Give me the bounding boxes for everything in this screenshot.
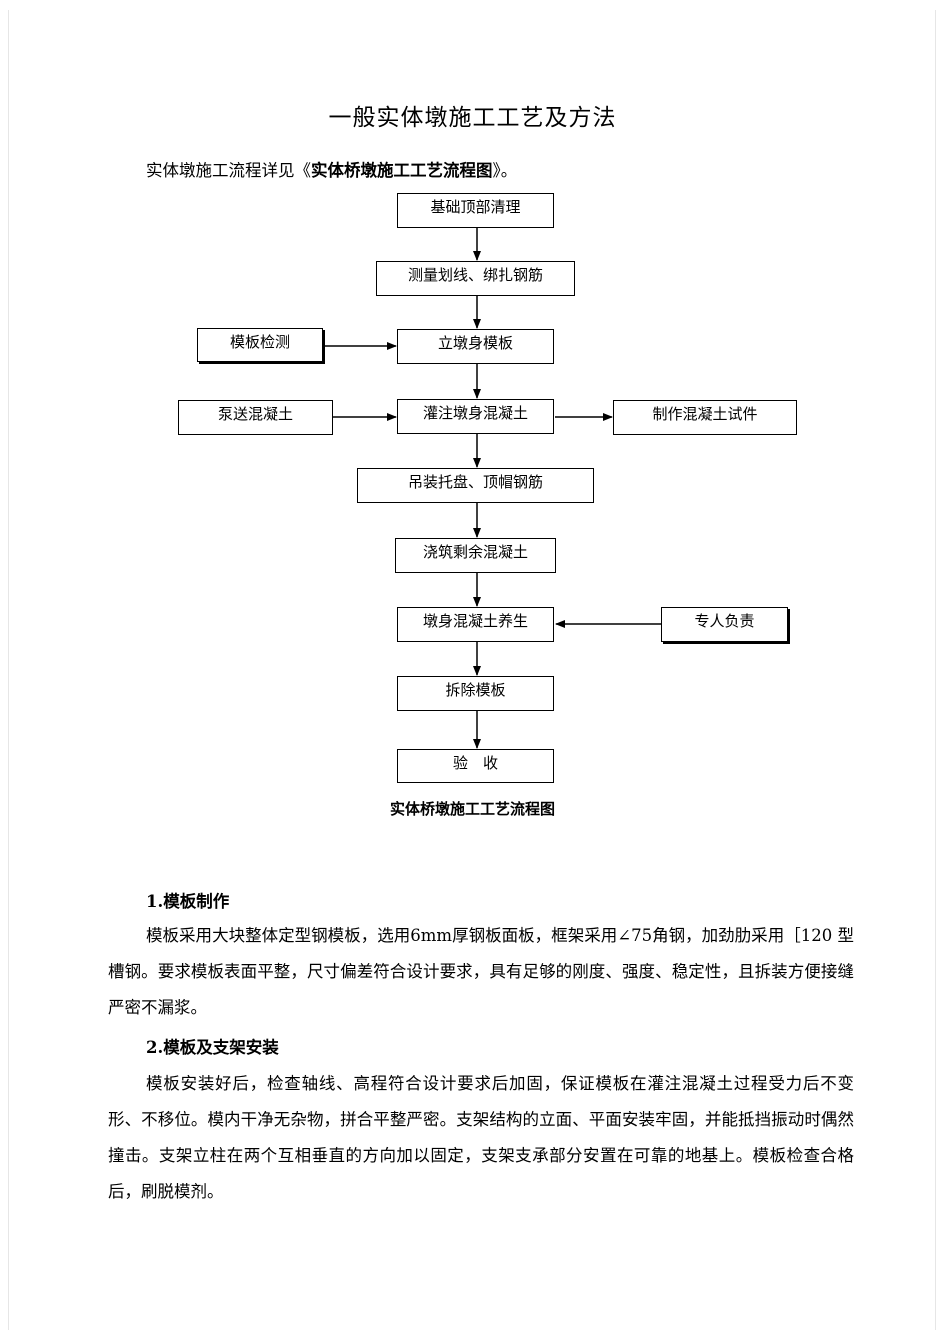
section1-paragraph: 模板采用大块整体定型钢模板，选用6mm厚钢板面板，框架采用∠75角钢，加劲肋采用… <box>108 926 854 1017</box>
flow-step-hoist-tray-rebar: 吊装托盘、顶帽钢筋 <box>357 468 594 503</box>
flow-step-pour-remaining: 浇筑剩余混凝土 <box>395 538 556 573</box>
section2-paragraph: 模板安装好后，检查轴线、高程符合设计要求后加固，保证模板在灌注混凝土过程受力后不… <box>108 1074 854 1201</box>
intro-prefix: 实体墩施工流程详见《 <box>146 161 311 180</box>
flowchart-caption: 实体桥墩施工工艺流程图 <box>389 800 555 818</box>
flow-step-remove-formwork: 拆除模板 <box>397 676 554 711</box>
flow-step-erect-formwork: 立墩身模板 <box>397 329 554 364</box>
flow-step-foundation-clean: 基础顶部清理 <box>397 193 554 228</box>
page-border <box>8 10 936 1330</box>
flow-side-template-check: 模板检测 <box>197 328 323 362</box>
intro-text: 实体墩施工流程详见《实体桥墩施工工艺流程图》。 <box>146 157 517 181</box>
flow-side-responsible: 专人负责 <box>661 607 788 642</box>
intro-suffix: 》。 <box>492 161 518 180</box>
section1-heading: 1.模板制作 <box>146 892 230 911</box>
flow-step-pour-concrete: 灌注墩身混凝土 <box>397 399 554 434</box>
section2-heading: 2.模板及支架安装 <box>146 1038 279 1057</box>
flow-step-curing: 墩身混凝土养生 <box>397 607 554 642</box>
flowchart-arrows <box>323 228 661 749</box>
flow-step-acceptance: 验 收 <box>397 749 554 783</box>
flow-step-survey-rebar: 测量划线、绑扎钢筋 <box>376 261 575 296</box>
intro-bold-reference: 实体桥墩施工工艺流程图 <box>311 161 493 180</box>
flow-side-test-specimen: 制作混凝土试件 <box>613 400 797 435</box>
page-title: 一般实体墩施工工艺及方法 <box>328 105 617 131</box>
flow-side-pump-concrete: 泵送混凝土 <box>178 400 333 435</box>
